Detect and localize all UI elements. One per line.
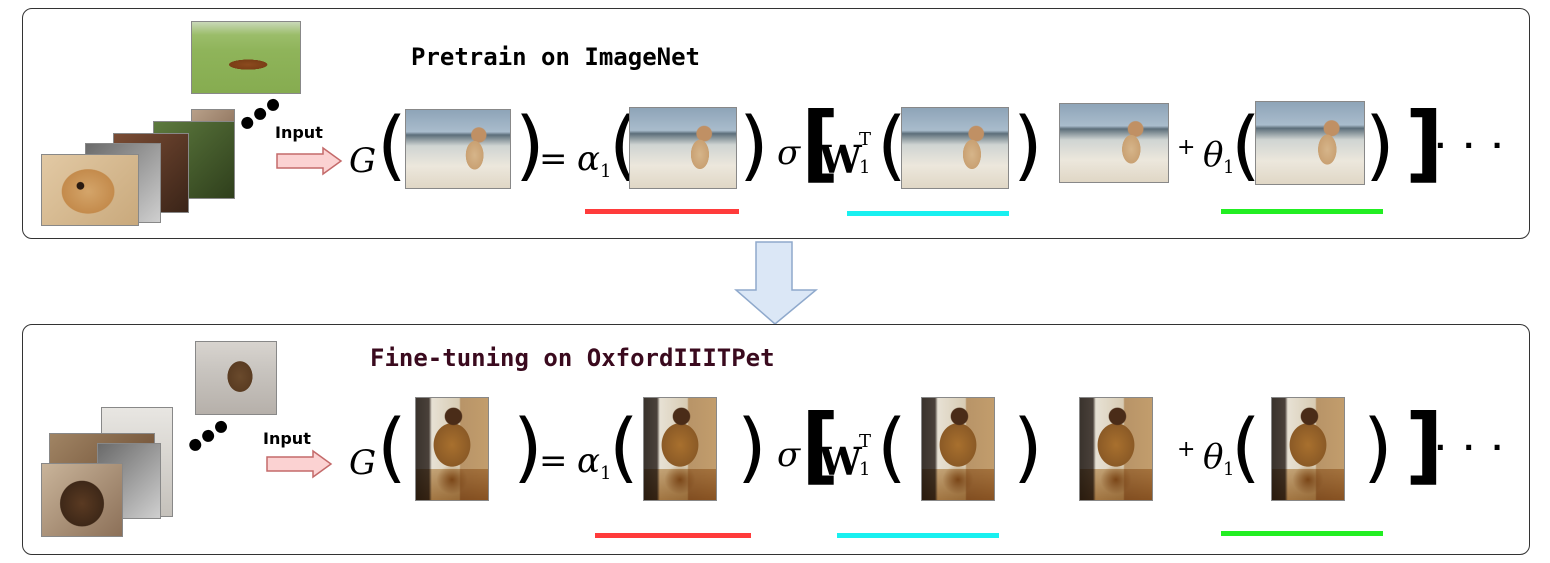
open-bracket: [ <box>801 94 840 192</box>
input-image <box>405 109 511 189</box>
alpha-image <box>629 107 737 189</box>
w-bar <box>837 533 999 538</box>
plus-sign: + <box>1177 135 1196 160</box>
close-paren: ) <box>513 402 543 491</box>
alpha-symbol: α <box>577 441 600 481</box>
theta-image <box>1255 101 1365 185</box>
ellipsis-dots-icon: · · · <box>1435 431 1507 464</box>
close-bracket: ] <box>1405 94 1444 192</box>
finetune-title: Fine-tuning on OxfordIIITPet <box>370 344 775 372</box>
sample-image-snow <box>195 341 277 415</box>
alpha-image <box>643 397 717 501</box>
alpha-bar <box>585 209 739 214</box>
theta-bar <box>1221 209 1383 214</box>
open-paren: ( <box>377 100 407 189</box>
open-paren: ( <box>377 402 407 491</box>
w-symbol: W <box>819 137 862 182</box>
pretrain-title: Pretrain on ImageNet <box>411 43 700 71</box>
right-arrow-icon <box>276 146 343 176</box>
residual-image <box>1079 397 1153 501</box>
plus-sign: + <box>1177 437 1196 462</box>
theta-image <box>1271 397 1345 501</box>
sigma-symbol: σ <box>777 435 801 475</box>
alpha-bar <box>595 533 751 538</box>
w-symbol: W <box>819 439 862 484</box>
input-label: Input <box>263 429 311 448</box>
w-image <box>901 107 1009 189</box>
w-superscript: T <box>859 129 872 150</box>
theta-subscript: 1 <box>1223 459 1235 480</box>
g-symbol: G <box>349 141 377 181</box>
theta-subscript: 1 <box>1223 157 1235 178</box>
finetune-panel: Fine-tuning on OxfordIIITPet ••• Input G… <box>22 324 1530 555</box>
down-arrow-icon <box>734 241 819 325</box>
open-paren: ( <box>877 402 907 491</box>
ellipsis-dots-icon: · · · <box>1435 129 1507 162</box>
residual-image <box>1059 103 1169 183</box>
open-paren: ( <box>609 402 639 491</box>
close-paren: ) <box>1013 100 1043 189</box>
w-superscript: T <box>859 431 872 452</box>
close-paren: ) <box>737 402 767 491</box>
input-label: Input <box>275 123 323 142</box>
open-paren: ( <box>1231 402 1261 491</box>
theta-symbol: θ <box>1203 437 1224 477</box>
w-subscript: 1 <box>859 157 871 178</box>
close-paren: ) <box>1013 402 1043 491</box>
ellipsis-dots-icon: ••• <box>175 409 238 469</box>
close-paren: ) <box>515 100 545 189</box>
equals-sign: = <box>539 139 568 179</box>
close-paren: ) <box>739 100 769 189</box>
alpha-subscript: 1 <box>600 161 612 182</box>
open-bracket: [ <box>801 396 840 494</box>
w-subscript: 1 <box>859 459 871 480</box>
stack-image-front <box>41 154 139 226</box>
close-paren: ) <box>1363 402 1393 491</box>
theta-bar <box>1221 531 1383 536</box>
w-bar <box>847 211 1009 216</box>
sigma-symbol: σ <box>777 133 801 173</box>
pretrain-panel: Pretrain on ImageNet ••• Input G ( ) = α… <box>22 8 1530 239</box>
equals-sign: = <box>539 441 568 481</box>
right-arrow-icon <box>266 449 333 479</box>
g-symbol: G <box>349 443 377 483</box>
w-image <box>921 397 995 501</box>
alpha-symbol: α <box>577 139 600 179</box>
sample-image-field <box>191 21 301 94</box>
input-image <box>415 397 489 501</box>
close-bracket: ] <box>1405 396 1444 494</box>
close-paren: ) <box>1365 100 1395 189</box>
theta-symbol: θ <box>1203 135 1224 175</box>
alpha-subscript: 1 <box>600 463 612 484</box>
stack-image-front <box>41 463 123 537</box>
